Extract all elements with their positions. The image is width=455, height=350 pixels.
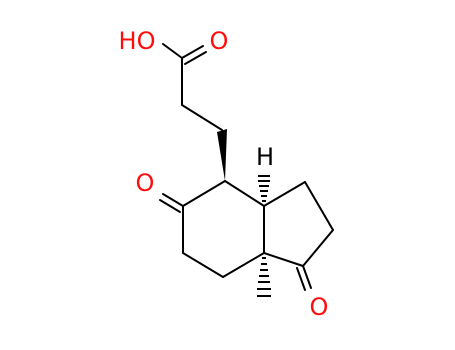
bond-cyclopentanone-double-a <box>302 265 312 289</box>
bond-cyclopentanone-double-b <box>296 267 306 291</box>
bond-ring-c3-c2 <box>304 181 334 231</box>
bond-ch2-ch2 <box>181 104 223 131</box>
cyclopentanone-oxygen-label: O <box>310 293 329 321</box>
hashed-bond-hydrogen <box>258 175 270 202</box>
acid-carbonyl-oxygen-label: O <box>210 27 229 55</box>
hydroxyl-label: HO <box>119 27 156 55</box>
bond-ketone-double-a <box>162 193 184 207</box>
bond-ring-c2-c1 <box>302 229 334 267</box>
bond-ring-c3a-c3 <box>263 181 306 207</box>
bond-ketone-double-b <box>159 199 181 213</box>
wedge-bond-side-chain <box>217 129 227 181</box>
bond-ring-c1-c7a <box>263 252 304 267</box>
bond-ho-carboxyl <box>162 43 183 59</box>
bond-ring-c3a-c4 <box>224 180 265 207</box>
bond-ring-c6-c7 <box>182 252 224 278</box>
bond-ring-c4-c5 <box>182 180 226 207</box>
bond-carboxyl-double-a <box>181 45 204 59</box>
bond-carboxyl-double-b <box>184 51 207 65</box>
ring-ketone-oxygen-label: O <box>136 169 155 197</box>
stereo-hydrogen-label: H <box>256 143 274 171</box>
bond-ring-c7-c7a <box>222 252 265 278</box>
hashed-bond-methyl <box>257 257 271 297</box>
